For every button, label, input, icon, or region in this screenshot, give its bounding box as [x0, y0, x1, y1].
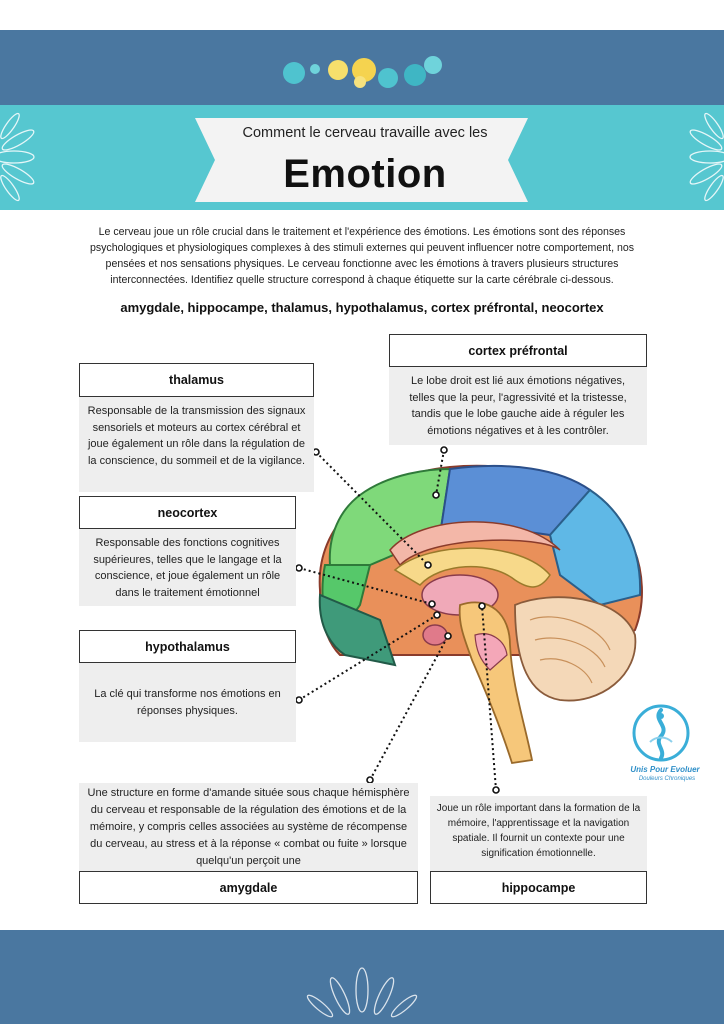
cortex-prefrontal-description: Le lobe droit est lié aux émotions négat… — [389, 367, 647, 445]
thalamus-label: thalamus — [79, 363, 314, 397]
left-flower-icon — [0, 112, 35, 202]
bottom-band — [0, 930, 724, 1024]
page-subtitle: Comment le cerveau travaille avec les — [242, 125, 488, 141]
page-title: Emotion — [283, 152, 447, 196]
hypothalamus-description: La clé qui transforme nos émotions en ré… — [79, 663, 296, 742]
neocortex-description: Responsable des fonctions cognitives sup… — [79, 529, 296, 606]
intro-paragraph: Le cerveau joue un rôle crucial dans le … — [89, 226, 635, 286]
hypothalamus-label: hypothalamus — [79, 630, 296, 663]
logo-tagline: Douleurs Chroniques — [638, 776, 696, 782]
logo-name: Unis Pour Evoluer — [630, 765, 700, 774]
cortex-prefrontal-label: cortex préfrontal — [389, 334, 647, 367]
hippocampe-description: Joue un rôle important dans la formation… — [430, 796, 647, 871]
brain-illustration — [318, 464, 643, 765]
right-flower-icon — [689, 112, 724, 202]
bottom-flower-icon — [306, 967, 418, 1018]
logo-emblem-icon — [632, 704, 690, 762]
term-list: amygdale, hippocampe, thalamus, hypothal… — [120, 300, 604, 315]
title-banner — [195, 118, 528, 202]
amygdale-label: amygdale — [79, 871, 418, 904]
amygdale-description: Une structure en forme d'amande située s… — [79, 783, 418, 871]
thalamus-description: Responsable de la transmission des signa… — [79, 397, 314, 492]
neocortex-label: neocortex — [79, 496, 296, 529]
hippocampe-label: hippocampe — [430, 871, 647, 904]
